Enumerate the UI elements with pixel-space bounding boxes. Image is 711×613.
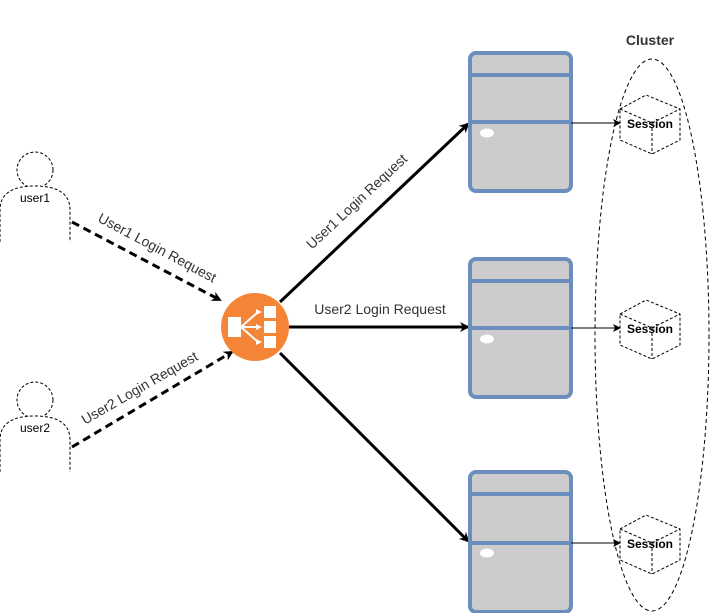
server-icon <box>468 51 573 193</box>
load-balancer[interactable] <box>221 293 289 361</box>
user-icon <box>0 381 71 472</box>
session-2-label: Session <box>627 322 673 336</box>
edge-lb-to-server3 <box>278 351 470 543</box>
server-icon <box>468 257 573 399</box>
user-2[interactable]: user2 <box>0 381 71 472</box>
edge-lb-to-server1 <box>278 122 470 304</box>
cube-icon <box>619 94 681 155</box>
edge-label-user2-to-lb: User2 Login Request <box>79 348 201 428</box>
user-1[interactable]: user1 <box>0 151 71 242</box>
load-balancer-icon <box>221 293 289 361</box>
session-2[interactable]: Session <box>619 299 681 360</box>
server-icon <box>468 470 573 613</box>
user-1-label: user1 <box>20 191 50 205</box>
session-3-label: Session <box>627 537 673 551</box>
edge-user2-to-lb <box>71 350 234 449</box>
cluster-label: Cluster <box>626 32 675 48</box>
session-1-label: Session <box>627 117 673 131</box>
cube-icon <box>619 299 681 360</box>
cluster: Cluster <box>594 32 710 612</box>
edge-label-lb-to-server1: User1 Login Request <box>303 151 410 252</box>
cluster-boundary <box>594 58 710 612</box>
edge-label-lb-to-server2: User2 Login Request <box>314 301 446 317</box>
user-2-label: user2 <box>20 421 50 435</box>
server-2[interactable] <box>468 257 573 399</box>
session-1[interactable]: Session <box>619 94 681 155</box>
server-1[interactable] <box>468 51 573 193</box>
edge-label-user1-to-lb: User1 Login Request <box>96 210 220 286</box>
session-3[interactable]: Session <box>619 514 681 575</box>
server-3[interactable] <box>468 470 573 613</box>
edge-user1-to-lb <box>71 220 222 302</box>
cube-icon <box>619 514 681 575</box>
user-icon <box>0 151 71 242</box>
